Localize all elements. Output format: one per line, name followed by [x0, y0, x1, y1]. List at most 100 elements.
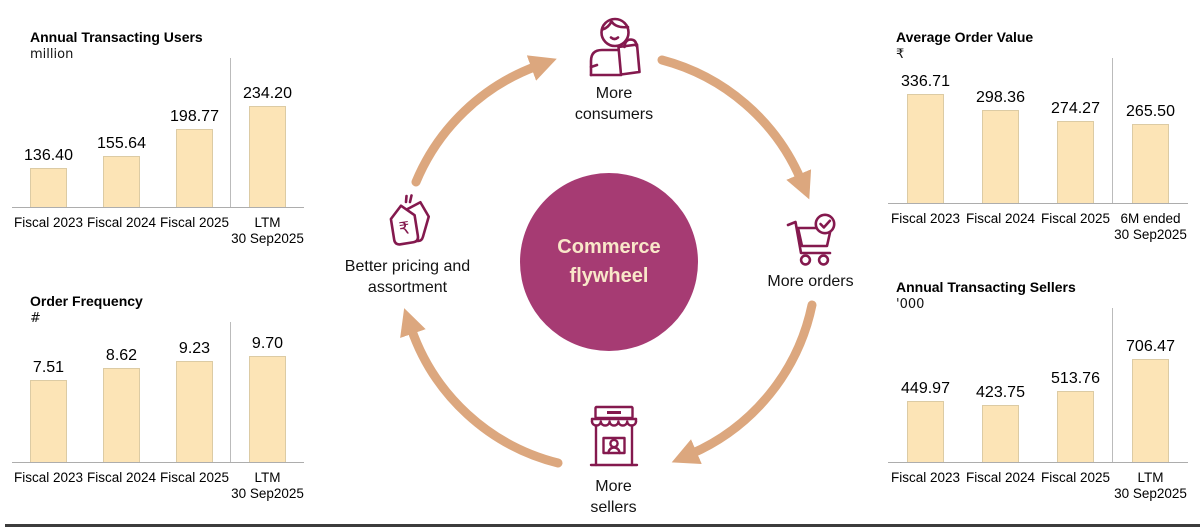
bar-value-label: 298.36 [976, 89, 1025, 107]
flywheel-node-label: More consumers [574, 85, 654, 123]
bar-column: 449.97 [888, 314, 963, 462]
period-separator-line [230, 322, 231, 462]
chart-unit-label: ₹ [896, 47, 905, 62]
bar [103, 367, 140, 462]
chart-unit-label: '000 [896, 297, 925, 312]
category-label: LTM 30 Sep2025 [1114, 470, 1187, 502]
commerce-flywheel-circle: Commerce flywheel [520, 173, 698, 351]
bar-column: 9.70 [231, 328, 304, 462]
bar [982, 110, 1019, 203]
chart-title: Annual Transacting Users [30, 29, 203, 45]
chart-plot: 336.71 298.36 274.27 265.50 [888, 58, 1188, 204]
chart-unit-label: million [30, 47, 74, 62]
category-label: Fiscal 2023 [13, 470, 84, 485]
category-label: LTM 30 Sep2025 [231, 470, 304, 502]
bar-value-label: 449.97 [901, 380, 950, 397]
bar [30, 168, 67, 207]
bar-value-label: 9.23 [178, 340, 211, 358]
flywheel-node-pricing: ₹ Better pricing and assortment [325, 193, 490, 299]
flywheel-node-consumers: More consumers [534, 16, 694, 126]
bar-column: 155.64 [85, 64, 158, 207]
bar [982, 405, 1019, 462]
bar-value-label: 8.62 [105, 346, 138, 364]
bar-column: 423.75 [963, 314, 1038, 462]
chart-title: Order Frequency [30, 293, 143, 309]
flywheel-node-label: More orders [767, 273, 854, 290]
bar [907, 94, 944, 203]
bar-column: 7.51 [12, 328, 85, 462]
bar-column: 706.47 [1113, 314, 1188, 462]
category-label: Fiscal 2024 [86, 470, 157, 485]
chart-plot: 449.97 423.75 513.76 706.47 [888, 308, 1188, 463]
bar [907, 401, 944, 462]
bar-value-label: 513.76 [1051, 369, 1100, 387]
category-label: 6M ended 30 Sep2025 [1114, 211, 1187, 243]
flywheel-node-label: More sellers [590, 478, 637, 516]
bar-value-label: 198.77 [170, 107, 219, 125]
flywheel-node-orders: More orders [733, 212, 888, 293]
commerce-flywheel-label: Commerce flywheel [557, 236, 661, 287]
category-label: Fiscal 2023 [890, 470, 961, 485]
person-shopping-bag-icon [581, 16, 647, 78]
bar-column: 513.76 [1038, 314, 1113, 462]
bar-value-label: 136.40 [24, 147, 73, 165]
chart-average-order-value: Average Order Value ₹ 336.71 298.36 274.27… [888, 28, 1188, 243]
chart-order-frequency: Order Frequency # 7.51 8.62 9.23 9.70 Fisca… [12, 292, 304, 502]
bar-column: 265.50 [1113, 64, 1188, 203]
bottom-divider-line [5, 524, 1200, 527]
bar-column: 136.40 [12, 64, 85, 207]
flywheel-node-sellers: More sellers [536, 405, 691, 519]
bar [176, 128, 213, 207]
bar [176, 361, 213, 462]
category-label: Fiscal 2024 [965, 211, 1036, 226]
bar-value-label: 265.50 [1126, 103, 1175, 121]
category-label: Fiscal 2025 [159, 215, 230, 230]
category-label: Fiscal 2025 [1040, 470, 1111, 485]
category-label: Fiscal 2023 [13, 215, 84, 230]
arrow-orders-to-sellers [671, 300, 817, 464]
flywheel-node-label: Better pricing and assortment [344, 258, 471, 296]
bar-value-label: 7.51 [32, 358, 65, 376]
bar-value-label: 155.64 [97, 135, 146, 153]
bar [1057, 390, 1094, 462]
bar [249, 106, 286, 207]
bar-column: 8.62 [85, 328, 158, 462]
period-separator-line [1112, 308, 1113, 462]
category-label: Fiscal 2024 [965, 470, 1036, 485]
arrow-pricing-to-consumers [411, 55, 557, 187]
storefront-icon [584, 405, 644, 471]
svg-text:₹: ₹ [397, 218, 411, 239]
category-label: Fiscal 2025 [159, 470, 230, 485]
bar-value-label: 706.47 [1126, 338, 1175, 355]
chart-title: Average Order Value [896, 29, 1034, 45]
bar-column: 336.71 [888, 64, 963, 203]
category-label: LTM 30 Sep2025 [231, 215, 304, 247]
chart-unit-label: # [30, 311, 41, 326]
cart-check-icon [784, 212, 838, 266]
category-label: Fiscal 2023 [890, 211, 961, 226]
bar-column: 9.23 [158, 328, 231, 462]
bar-column: 274.27 [1038, 64, 1113, 203]
bar-column: 298.36 [963, 64, 1038, 203]
bar [1132, 124, 1169, 203]
price-tags-icon: ₹ [380, 193, 436, 251]
period-separator-line [230, 58, 231, 207]
bar [1132, 359, 1169, 462]
chart-plot: 7.51 8.62 9.23 9.70 [12, 322, 304, 463]
bar-value-label: 423.75 [976, 384, 1025, 402]
bar [103, 156, 140, 207]
category-label: Fiscal 2024 [86, 215, 157, 230]
bar-value-label: 234.20 [243, 85, 292, 102]
bar [249, 356, 286, 462]
category-label: Fiscal 2025 [1040, 211, 1111, 226]
bar-value-label: 274.27 [1051, 99, 1100, 117]
chart-plot: 136.40 155.64 198.77 234.20 [12, 58, 304, 208]
period-separator-line [1112, 58, 1113, 203]
